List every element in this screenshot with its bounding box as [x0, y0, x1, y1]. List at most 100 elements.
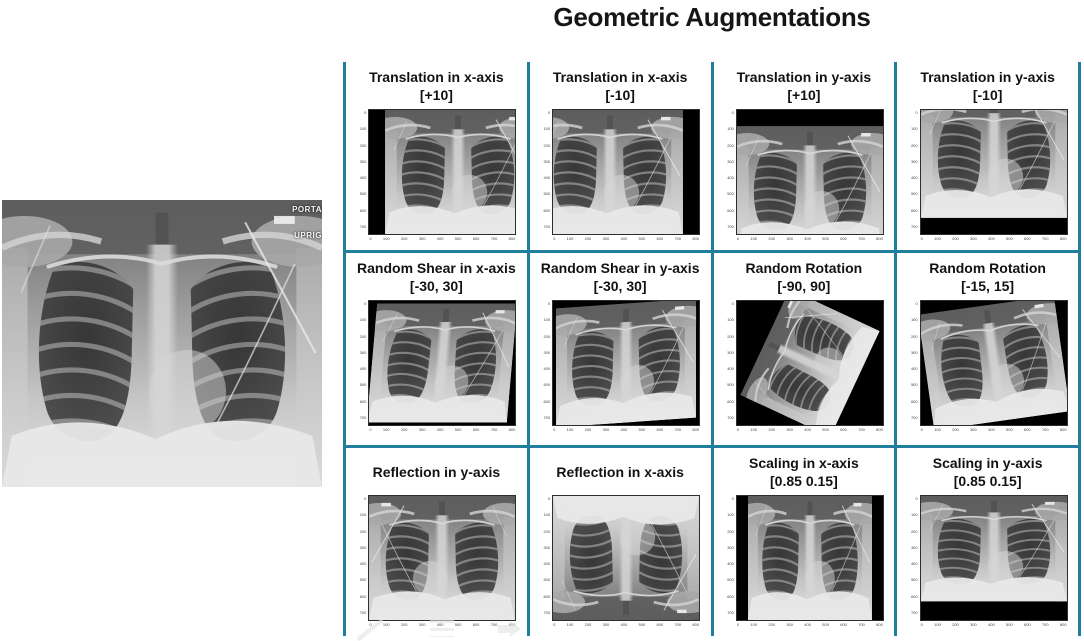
- tick-label: 300: [910, 544, 918, 550]
- tick-label: 100: [934, 622, 941, 627]
- tick-label: 800: [1059, 236, 1067, 241]
- tick-label: 300: [359, 158, 367, 164]
- tick-label: 600: [727, 398, 734, 404]
- tick-label: 800: [876, 236, 883, 241]
- tick-label: 500: [822, 236, 829, 241]
- tick-label: 400: [988, 622, 995, 627]
- augmentation-name: Reflection in x-axis: [556, 463, 684, 480]
- augmentation-name: Random Rotation: [929, 259, 1046, 276]
- tick-label: 700: [910, 223, 918, 229]
- tick-label: 400: [910, 366, 918, 372]
- tick-label: 400: [910, 175, 918, 181]
- tick-label: 800: [876, 427, 883, 432]
- augmentation-label: Reflection in y-axis: [373, 448, 501, 494]
- tick-label: 400: [620, 236, 628, 241]
- tick-label: 400: [910, 561, 918, 567]
- tick-label: 700: [543, 414, 551, 420]
- tick-label: 500: [638, 236, 646, 241]
- tick-label: 400: [620, 622, 628, 627]
- tick-label: 300: [786, 236, 794, 241]
- tick-label: 200: [910, 142, 918, 148]
- tick-label: 600: [1023, 622, 1031, 627]
- tick-label: 100: [934, 427, 941, 432]
- augmentation-name: Translation in x-axis: [552, 68, 688, 85]
- tick-label: 700: [1041, 622, 1049, 627]
- tick-label: 0: [547, 110, 551, 115]
- tick-label: 100: [359, 317, 367, 323]
- tick-label: 300: [727, 544, 734, 550]
- tick-label: 100: [750, 236, 758, 241]
- tick-label: 500: [543, 382, 551, 388]
- tick-label: 400: [543, 366, 551, 372]
- augmentation-label: Translation in y-axis [-10]: [920, 62, 1055, 108]
- tick-label: 600: [359, 207, 367, 213]
- tick-label: 500: [822, 427, 829, 432]
- tick-label: 400: [727, 175, 734, 181]
- tick-label: 300: [970, 236, 977, 241]
- augmented-xray-image: [368, 109, 517, 235]
- chest-xray-image: [553, 496, 699, 620]
- augmentation-name: Scaling in x-axis: [749, 454, 859, 471]
- tick-label: 700: [1041, 427, 1049, 432]
- tick-label: 0: [369, 622, 372, 627]
- augmented-xray-image: [552, 109, 701, 235]
- tick-label: 600: [472, 427, 480, 432]
- augmentation-range: [-30, 30]: [593, 278, 647, 294]
- tick-label: 700: [674, 236, 682, 241]
- tick-label: 600: [910, 398, 918, 404]
- tick-label: 0: [915, 496, 918, 501]
- augmented-xray-image: [735, 300, 884, 426]
- tick-label: 800: [692, 427, 700, 432]
- tick-label: 700: [727, 414, 734, 420]
- tick-label: 100: [543, 512, 551, 518]
- augmented-xray-image: [919, 300, 1068, 426]
- chest-xray-image: [368, 303, 516, 422]
- tick-label: 100: [566, 236, 574, 241]
- tick-label: 500: [727, 577, 734, 583]
- augmentation-name: Random Shear in x-axis: [357, 259, 516, 276]
- tick-label: 200: [584, 236, 592, 241]
- figure-title: Geometric Augmentations: [553, 2, 871, 32]
- tick-label: 100: [750, 427, 758, 432]
- tick-label: 0: [547, 496, 551, 501]
- tick-label: 0: [915, 110, 918, 115]
- tick-label: 500: [910, 191, 918, 197]
- augmentation-range: [0.85 0.15]: [953, 473, 1022, 489]
- tick-label: 100: [934, 236, 941, 241]
- tick-label: 800: [876, 622, 883, 627]
- tick-label: 200: [768, 427, 776, 432]
- tick-label: 0: [364, 301, 367, 306]
- tick-label: 800: [1059, 427, 1067, 432]
- chest-xray-image: [740, 300, 879, 426]
- tick-label: 500: [727, 382, 734, 388]
- watermark-icons: [354, 618, 521, 641]
- augmented-xray-image: [552, 300, 701, 426]
- chest-xray-image: [737, 126, 883, 235]
- tick-label: 600: [727, 593, 734, 599]
- chest-xray-image: [552, 110, 683, 234]
- tick-label: 700: [727, 223, 734, 229]
- tick-label: 300: [543, 158, 551, 164]
- tick-label: 0: [369, 236, 372, 241]
- tick-label: 700: [1041, 236, 1049, 241]
- tick-label: 100: [359, 126, 367, 132]
- chest-xray-image: [385, 110, 516, 234]
- augmentation-name: Translation in y-axis: [736, 68, 872, 85]
- tick-label: 0: [731, 301, 734, 306]
- tick-label: 100: [727, 317, 734, 323]
- tick-label: 600: [910, 593, 918, 599]
